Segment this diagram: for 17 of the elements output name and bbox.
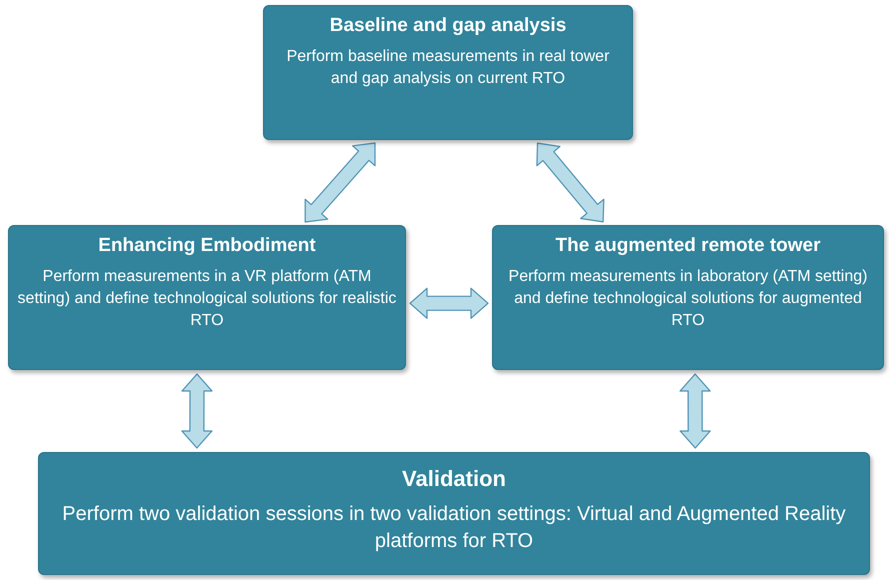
box-description: Perform baseline measurements in real tower and gap analysis on current RTO — [286, 46, 610, 89]
process-box — [492, 225, 884, 370]
process-box — [8, 225, 406, 370]
box-description: Perform two validation sessions in two validation settings: Virtual and Augmented Reality platforms for RTO — [61, 502, 847, 554]
double-arrow — [680, 373, 711, 449]
box-description: Perform measurements in laboratory (ATM setting) and define technological solutions for augmented RTO — [508, 266, 868, 331]
process-box — [263, 5, 633, 140]
box-heading: Baseline and gap analysis — [330, 14, 566, 38]
box-heading: Enhancing Embodiment — [98, 234, 316, 258]
double-arrow — [536, 142, 604, 222]
double-arrow — [304, 142, 376, 223]
box-heading: The augmented remote tower — [556, 234, 820, 258]
double-arrow — [409, 288, 489, 319]
double-arrow — [181, 373, 213, 449]
box-description: Perform measurements in a VR platform (ATM setting) and define technological solutions for realistic RTO — [17, 266, 397, 331]
box-heading: Validation — [402, 465, 506, 492]
process-box — [38, 452, 870, 575]
